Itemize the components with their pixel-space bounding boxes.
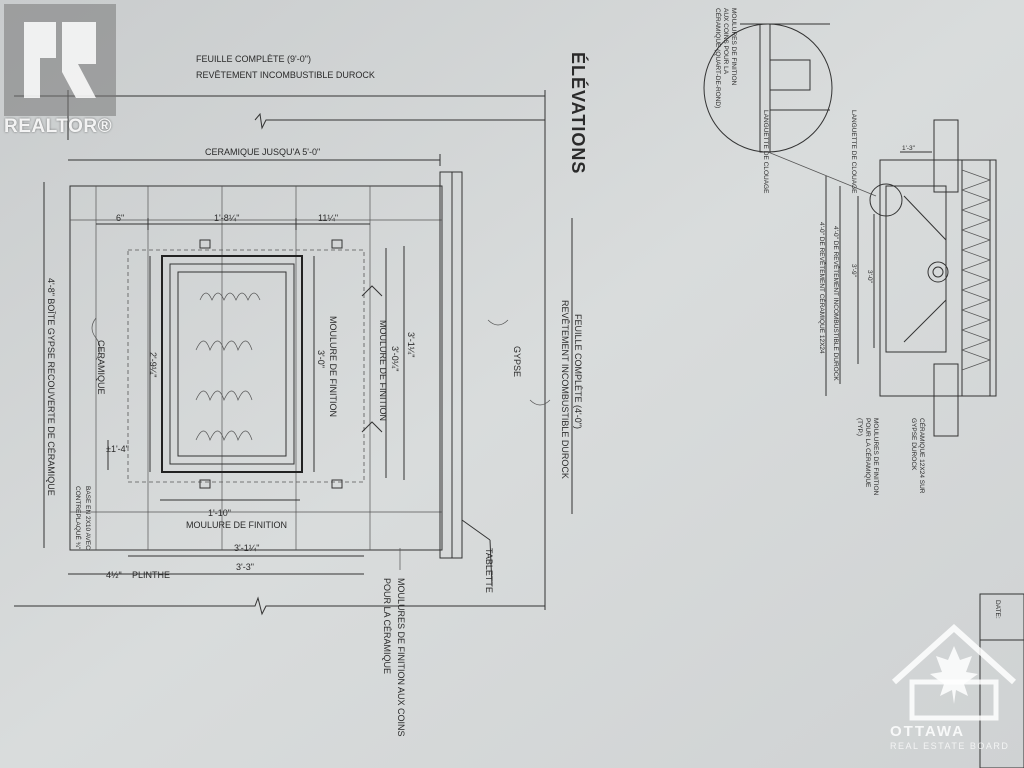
- ottawa-text: OTTAWA: [890, 723, 966, 740]
- dim-4: 4½": [106, 570, 122, 580]
- detail-line1: MOULURES DE FINITION: [730, 8, 737, 86]
- languette-line2: LANGUETTE DE CLOUAGE: [850, 110, 857, 194]
- dim-6in: 6": [116, 213, 124, 223]
- dim-3-1b: 3'-1¼": [234, 543, 259, 553]
- section-moulure-line2: POUR LA CÉRAMIQUE: [864, 418, 873, 488]
- realtor-watermark: REALTOR®: [0, 0, 122, 142]
- titleblock-date: DATE:: [994, 600, 1001, 619]
- dim-3-9: 3'-9": [850, 264, 857, 278]
- ceramique-side-label: CERAMIQUE: [96, 340, 106, 395]
- boite-gypse-label: 4'-8" BOÎTE GYPSE RECOUVERTE DE CÉRAMIQU…: [46, 278, 56, 496]
- moulure-3-0: 3'-0": [316, 350, 326, 368]
- plinthe-label: PLINTHE: [132, 570, 170, 580]
- dim-1-3: 1'-3": [902, 145, 916, 152]
- feuille-top-line2: REVÊTEMENT INCOMBUSTIBLE DUROCK: [196, 70, 375, 80]
- dim-3-0: 3'-0": [866, 270, 873, 284]
- section-ceram-line2: GYPSE DUROCK: [910, 418, 917, 471]
- dim-2-9: 2'-9¼": [148, 352, 158, 377]
- dim-3-1: 3'-1¼": [406, 332, 416, 357]
- moulures-coins-line2: POUR LA CÉRAMIQUE: [382, 578, 392, 674]
- tablette-label: TABLETTE: [484, 548, 494, 593]
- ottawa-watermark: OTTAWA REAL ESTATE BOARD: [884, 620, 1024, 768]
- moulure-bottom-label: MOULURE DE FINITION: [186, 520, 287, 530]
- base-line1: BASE EN 2X10 AVEC: [84, 486, 91, 550]
- revetement-line1: 4'-0" DE REVÊTEMENT CÉRAMIQUE 12X24: [818, 222, 827, 354]
- dim-1-10: 1'-10": [208, 508, 231, 518]
- revetement-line2: 4'-0" DE REVÊTEMENT INCOMBUSTIBLE DUROCK: [832, 226, 841, 381]
- detail-line2: AUX COINS POUR LA: [722, 8, 729, 75]
- moulures-coins-line1: MOULURES DE FINITION AUX COINS: [396, 578, 406, 737]
- moulure-3-0w: 3'-0¼": [390, 346, 400, 371]
- ceramique-top-label: CERAMIQUE JUSQU'A 5'-0": [205, 147, 320, 157]
- maple-leaf-icon: [891, 623, 1017, 721]
- section-moulure-line1: MOULURES DE FINITION: [872, 418, 879, 496]
- dim-11: 11¼": [318, 213, 338, 223]
- dim-1-8: 1'-8¼": [214, 213, 239, 223]
- moulure-3-0w-label: MOULURE DE FINITION: [378, 320, 388, 421]
- moulure-3-0-label: MOULURE DE FINITION: [328, 316, 338, 417]
- ottawa-subtext: REAL ESTATE BOARD: [890, 741, 1010, 751]
- realtor-logo-icon: [4, 4, 116, 116]
- dim-1-4: ±1'-4": [106, 444, 129, 454]
- feuille-right-line2: REVÊTEMENT INCOMBUSTIBLE DUROCK: [560, 300, 570, 479]
- realtor-text: REALTOR®: [4, 116, 113, 137]
- page-title: ÉLÉVATIONS: [568, 52, 589, 174]
- feuille-right-line1: FEUILLE COMPLÈTE (4'-0"): [573, 314, 583, 429]
- dim-3-3: 3'-3": [236, 562, 254, 572]
- section-moulure-line3: (TYP.): [856, 418, 863, 436]
- section-ceram-line1: CÉRAMIQUE 12X24 SUR: [918, 418, 927, 494]
- feuille-top-line1: FEUILLE COMPLÈTE (9'-0"): [196, 54, 311, 64]
- base-line2: CONTREPLAQUÉ ¾": [74, 486, 83, 550]
- gypse-label: GYPSE: [512, 346, 522, 377]
- languette-line1: LANGUETTE DE CLOUAGE: [762, 110, 769, 194]
- detail-line3: CÉRAMIQUE (QUART-DE-ROND): [714, 8, 723, 108]
